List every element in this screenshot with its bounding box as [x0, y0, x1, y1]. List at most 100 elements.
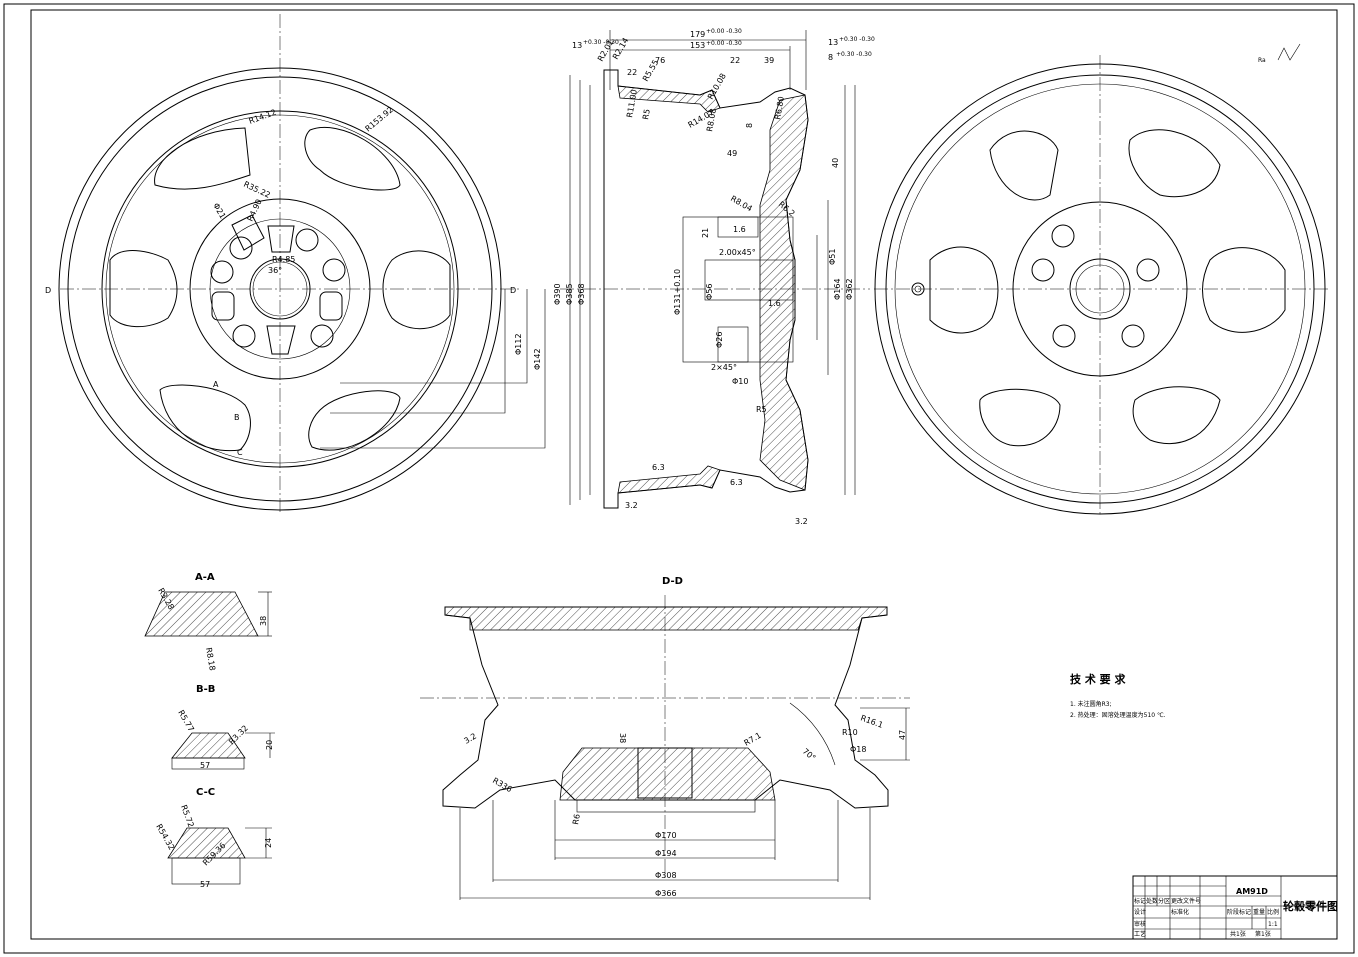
tb-scale-value: 1:1 — [1268, 921, 1278, 928]
dim-phi56: Φ56 — [705, 284, 714, 300]
dim-r5-55: R5.55 — [641, 58, 660, 83]
section-aa-label: A-A — [195, 572, 215, 583]
dim-chamfer-2: 2×45° — [711, 363, 737, 372]
title-block: 标记 处数 分区 更改文件号 设计 标准化 审核 工艺 阶段标记 重量 比例 1… — [1132, 875, 1338, 940]
dim-21: 21 — [701, 228, 710, 238]
cc-radius-1: R5.72 — [179, 804, 195, 829]
section-dd: D-D Φ170 Φ194 Φ308 Φ366 R16.1 47 R7.1 70… — [420, 576, 910, 900]
dim-22-b: 22 — [730, 56, 740, 65]
dim-40: 40 — [831, 158, 840, 168]
dd-phi170: Φ170 — [655, 831, 677, 840]
spoke-windows — [109, 126, 451, 452]
dim-phi131: Φ131+0.10 — [673, 269, 682, 315]
dim-r8-08: R8.08 — [705, 108, 718, 133]
dim-phi385: Φ385 — [565, 283, 574, 305]
dim-r6-80: R6.80 — [773, 96, 786, 121]
section-mark-d-left: D — [45, 286, 51, 295]
section-bb: B-B 20 57 R5.77 R3.32 — [171, 684, 275, 770]
dim-76: 76 — [655, 56, 665, 65]
roughness-16-a: 1.6 — [768, 299, 781, 308]
dim-phi26: Φ26 — [715, 332, 724, 348]
section-bb-label: B-B — [196, 684, 215, 695]
dim-13-left-tol: +0.30 -0.30 — [583, 39, 619, 46]
tb-model: AM91D — [1236, 887, 1268, 896]
dd-height-47: 47 — [898, 730, 907, 740]
dim-r11-08: R5 — [641, 108, 652, 120]
tb-design: 设计 — [1134, 908, 1146, 916]
section-cc: C-C 24 57 R5.72 R54.32 R59.36 — [154, 787, 273, 889]
dd-phi366: Φ366 — [655, 889, 677, 898]
dd-phi18: Φ18 — [850, 745, 866, 754]
section-mark-b: B — [234, 413, 240, 422]
dim-153-tol: +0.00 -0.30 — [706, 40, 742, 47]
dim-phi368: Φ368 — [577, 283, 586, 305]
dim-13-right-tol: +0.30 -0.30 — [839, 36, 875, 43]
bb-radius-2: R3.32 — [227, 724, 250, 747]
dim-179: 179 — [690, 30, 705, 39]
cc-height: 24 — [264, 838, 273, 848]
dd-r336: R336 — [491, 776, 514, 794]
section-cc-label: C-C — [196, 787, 215, 798]
dim-22-a: 22 — [627, 68, 637, 77]
tb-review: 审核 — [1134, 920, 1146, 928]
tech-req-item-1: 1. 未注圆角R3; — [1070, 700, 1112, 708]
dim-r5: R5 — [756, 405, 767, 414]
aa-height: 38 — [259, 616, 268, 626]
dd-r161: R16.1 — [859, 713, 884, 729]
dd-phi308: Φ308 — [655, 871, 677, 880]
dim-phi112: Φ112 — [514, 333, 523, 355]
dd-r10: R10 — [842, 728, 858, 737]
tb-sheet-no: 第1张 — [1255, 930, 1271, 938]
tb-stage: 阶段标记 — [1227, 908, 1251, 916]
rear-view — [874, 55, 1330, 515]
dim-phi10: Φ10 — [732, 377, 748, 386]
dim-r485: R4.85 — [272, 255, 295, 264]
front-view: Φ112 Φ142 R14.12 R153.92 R35.22 Φ21 R4.9… — [45, 14, 546, 512]
tb-col-count: 处数 — [1146, 897, 1158, 905]
dim-r15392: R153.92 — [364, 105, 395, 133]
dim-8-right: 8 — [828, 53, 833, 62]
roughness-63-b: 6.3 — [730, 478, 743, 487]
dim-phi390: Φ390 — [553, 283, 562, 305]
aa-radius-bottom: R8.18 — [204, 647, 217, 672]
cc-width: 57 — [200, 880, 210, 889]
dim-phi142: Φ142 — [533, 348, 542, 370]
tb-drawing-title: 轮毂零件图 — [1283, 899, 1338, 913]
roughness-16-b: 1.6 — [733, 225, 746, 234]
dim-8b: 8 — [745, 123, 754, 128]
sheet-inner-frame — [30, 9, 1338, 940]
tech-req-heading: 技 术 要 求 — [1070, 672, 1126, 686]
dim-chamfer-1: 2.00x45° — [719, 248, 756, 257]
tb-ratio: 比例 — [1267, 908, 1279, 916]
roughness-63-a: 6.3 — [652, 463, 665, 472]
dim-phi51: Φ51 — [828, 249, 837, 265]
dim-13-left: 13 — [572, 41, 582, 50]
hub-holes — [210, 214, 346, 355]
dd-32: 3.2 — [463, 732, 479, 746]
dim-r10-08: R10.08 — [706, 72, 728, 101]
dim-179-tol: +0.00 -0.30 — [706, 28, 742, 35]
roughness-32-a: 3.2 — [625, 501, 638, 510]
dim-a36: 36° — [268, 266, 282, 275]
dim-phi164: Φ164 — [833, 278, 842, 300]
technical-requirements: 技 术 要 求 1. 未注圆角R3; 2. 热处理：固溶处理温度为510 ℃. — [1070, 672, 1166, 719]
dim-13-right: 13 — [828, 38, 838, 47]
section-aa: A-A 38 R3.28 R8.18 — [144, 572, 272, 672]
tb-col-change: 更改文件号 — [1171, 897, 1201, 905]
sheet-outer-border — [3, 3, 1355, 954]
section-mark-c: C — [237, 448, 243, 457]
section-mark-a: A — [213, 380, 219, 389]
tb-sheet-total: 共1张 — [1230, 930, 1246, 938]
dd-r6: R6 — [571, 813, 582, 825]
cc-radius-2: R54.32 — [154, 823, 176, 852]
tb-col-mark: 标记 — [1134, 897, 1146, 905]
tb-process: 工艺 — [1134, 930, 1146, 938]
tb-col-zone: 分区 — [1158, 897, 1170, 905]
section-dd-label: D-D — [662, 576, 683, 587]
roughness-note: Ra — [1258, 57, 1266, 64]
dim-r3522: R35.22 — [242, 180, 272, 200]
dim-8-right-tol: +0.30 -0.30 — [836, 51, 872, 58]
dd-38: 38 — [618, 733, 627, 743]
dd-angle-70: 70° — [801, 747, 818, 763]
